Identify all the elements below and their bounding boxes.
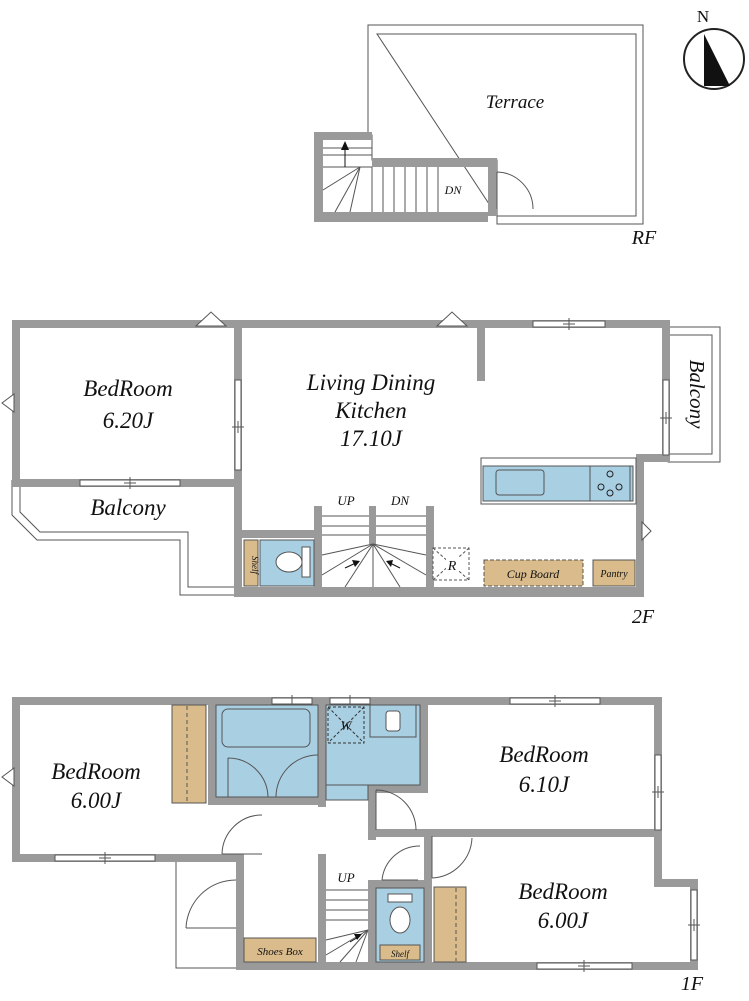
2f-bedroom-name: BedRoom: [83, 376, 172, 401]
2f-bedroom-size: 6.20J: [103, 408, 155, 433]
bathtub[interactable]: [221, 708, 311, 748]
2f-south-wall: [234, 587, 644, 597]
1f-west-wall: [12, 697, 20, 862]
1f-bedroom-c-size: 6.00J: [538, 908, 590, 933]
bedroom-b-door[interactable]: [375, 789, 417, 831]
stair-enclosure-wall: [314, 132, 497, 222]
stair-wall-east: [426, 506, 434, 590]
2f-shelf: [243, 539, 259, 587]
rf-floor-label: RF: [631, 227, 657, 249]
bedroom-b-west-wall: [368, 785, 376, 840]
bedroom-c-west-wall: [424, 829, 432, 970]
2f-east-wall-lower: [636, 454, 644, 597]
2f-shelf-label: Shelf: [250, 556, 260, 575]
2f-stairs: [321, 515, 427, 588]
bedroom-c-door[interactable]: [431, 836, 473, 879]
wc-door[interactable]: [381, 845, 421, 881]
1f-floor-label: 1F: [681, 973, 704, 995]
entrance-door[interactable]: [185, 879, 237, 929]
fridge-label: R: [447, 559, 457, 574]
kitchen-partition: [477, 328, 485, 381]
toilet-tank: [301, 546, 311, 578]
compass-north-label: N: [697, 7, 709, 26]
rf-door[interactable]: [496, 171, 534, 210]
1f-toilet-tank: [387, 893, 413, 903]
rf-stairs: [322, 141, 439, 213]
1f-bedroom-a-size: 6.00J: [71, 788, 123, 813]
2f-floor-label: 2F: [632, 606, 655, 628]
compass: N: [683, 7, 745, 90]
washer-label: W: [341, 718, 353, 733]
floor-2f: Shelf UP DN R Cup Board Pantry Bed: [1, 311, 721, 628]
compass-needle: [704, 34, 730, 86]
1f-stair-up-label: UP: [337, 870, 354, 885]
bath-door-2[interactable]: [275, 754, 319, 798]
2f-east-step-wall: [636, 454, 670, 462]
ldk-label-line1: Living Dining: [306, 370, 435, 395]
2f-balcony-right-label: Balcony: [685, 360, 709, 429]
1f-toilet-icon[interactable]: [389, 906, 411, 934]
1f-shelf: [379, 944, 421, 961]
bath-door[interactable]: [227, 757, 269, 798]
washroom-ext: [325, 784, 369, 801]
2f-stair-up-label: UP: [337, 493, 354, 508]
wc-west-wall: [368, 880, 376, 970]
stair-wall-mid: [369, 506, 376, 544]
floor-rf: DN Terrace RF: [314, 24, 657, 249]
stair-west-wall: [318, 854, 326, 970]
vanity-basin-icon: [385, 710, 401, 732]
1f-windows: [1, 695, 700, 972]
sink[interactable]: [495, 469, 545, 496]
floor-1f: W Shoes Box UP Shelf Be: [1, 695, 704, 995]
washroom-south-wall: [368, 785, 420, 793]
entry-west-wall: [236, 854, 244, 970]
1f-south-wall: [236, 962, 698, 970]
pantry: [592, 559, 636, 587]
porch-outline: [175, 862, 236, 969]
bedroom-c-closet: [433, 886, 467, 963]
1f-bedroom-a-name: BedRoom: [51, 759, 140, 784]
ldk-size: 17.10J: [340, 426, 404, 451]
ldk-label-line2: Kitchen: [334, 398, 407, 423]
rf-stair-dn-label: DN: [444, 183, 463, 197]
bath-south-wall: [208, 797, 318, 805]
2f-windows: [1, 311, 672, 542]
2f-north-wall: [12, 320, 670, 328]
shoes-box: [243, 937, 317, 963]
shoes-box-label: Shoes Box: [257, 946, 303, 958]
1f-bedroom-b-name: BedRoom: [499, 742, 588, 767]
washroom-east-wall: [420, 697, 428, 793]
bedroom-a-east-wall: [208, 697, 216, 805]
stair-wall-west: [314, 506, 322, 590]
bedroom-a-door[interactable]: [221, 814, 263, 855]
2f-stair-dn-label: DN: [390, 493, 410, 508]
2f-balcony-left-label: Balcony: [90, 495, 166, 520]
1f-east-step: [654, 879, 698, 887]
cupboard-label: Cup Board: [507, 567, 561, 581]
bedroom-a-closet: [171, 704, 207, 804]
1f-stairs: [325, 889, 369, 963]
wc-north-wall-1f: [368, 880, 430, 888]
cupboard: [483, 559, 584, 587]
1f-shelf-label: Shelf: [391, 949, 410, 959]
2f-west-wall: [12, 320, 20, 487]
pantry-label: Pantry: [599, 569, 628, 580]
bath-east-wall: [318, 697, 326, 807]
stove[interactable]: [589, 465, 631, 502]
terrace-label: Terrace: [486, 92, 544, 113]
1f-bedroom-b-size: 6.10J: [519, 772, 571, 797]
1f-bedroom-c-name: BedRoom: [518, 879, 607, 904]
wc-north-wall: [242, 530, 314, 538]
1f-east-wall-mid: [654, 829, 662, 886]
bedroom-b-south-wall: [368, 829, 662, 837]
stove-burners: [597, 470, 623, 497]
balcony-left-outline: [11, 480, 236, 596]
terrace-parapet: [367, 24, 644, 225]
toilet-icon[interactable]: [275, 551, 303, 573]
terrace-inner-line: [376, 33, 637, 217]
